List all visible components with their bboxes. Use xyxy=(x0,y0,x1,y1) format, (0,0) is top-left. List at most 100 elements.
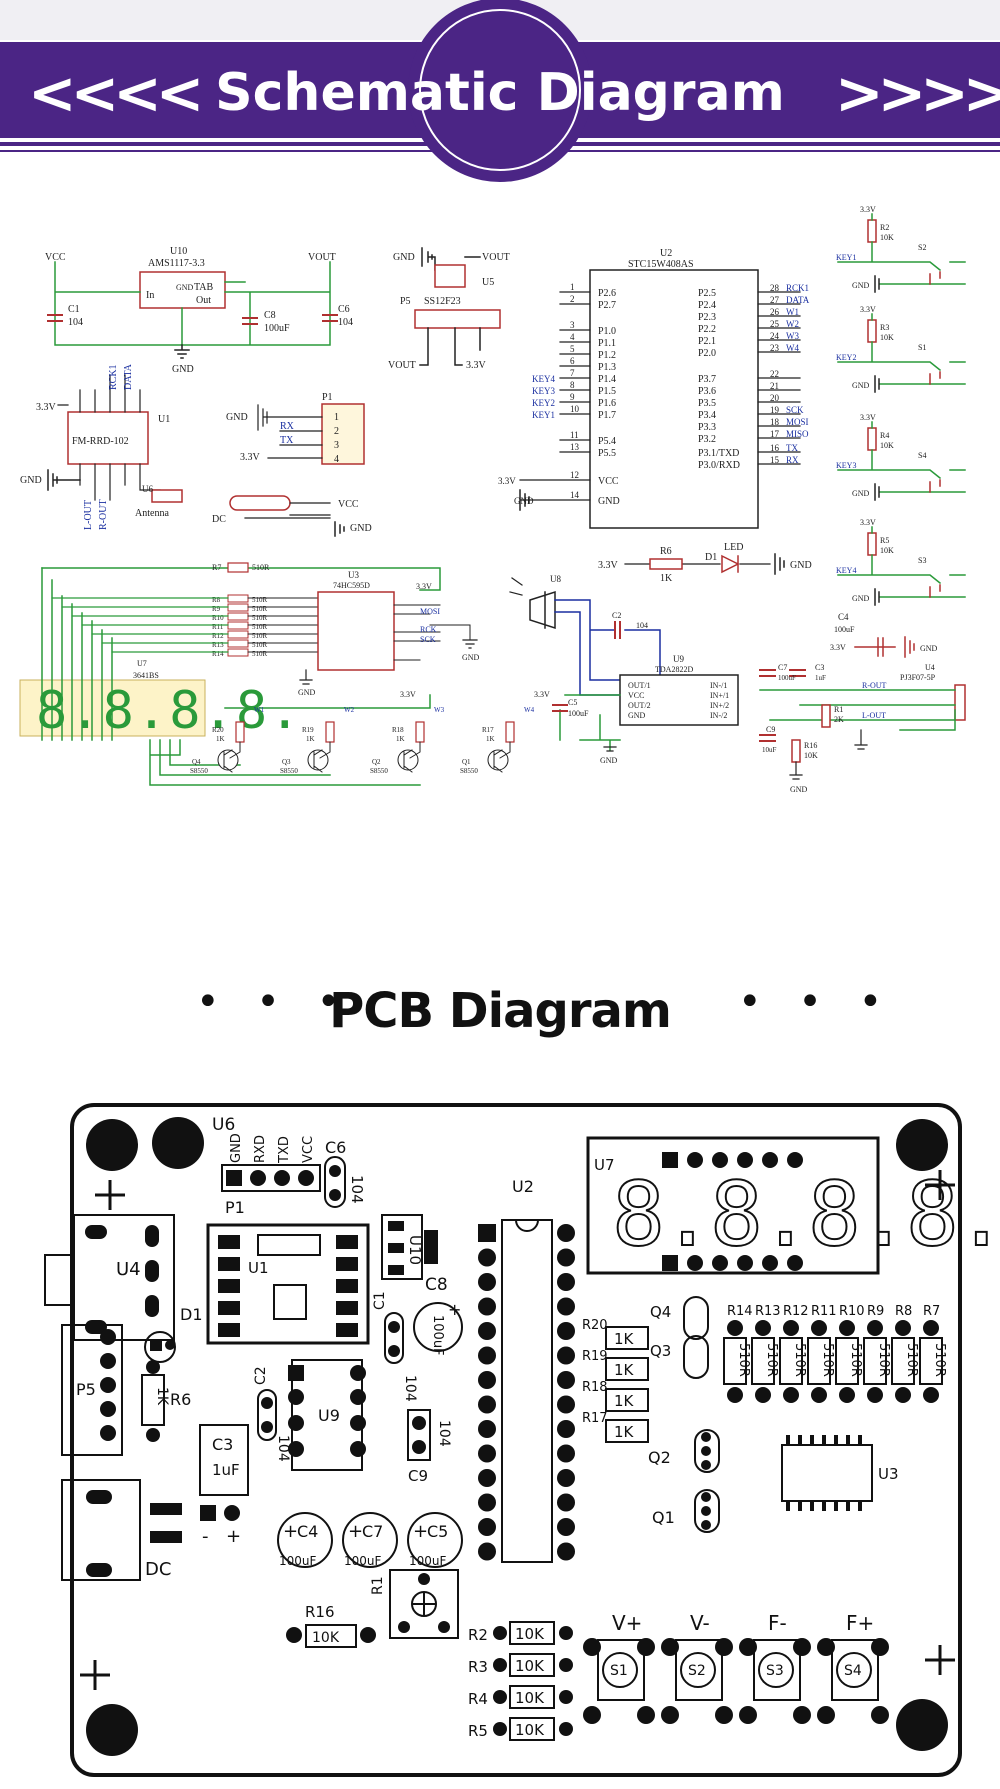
fm-radio-circuit: 3.3V U1 FM-RRD-102 RCK1 DATA GND L-OUT R… xyxy=(20,363,183,530)
pcb-cap-value: 100uF xyxy=(279,1554,317,1568)
reg-gnd: GND xyxy=(172,364,194,375)
pcb-rarray-label: R14 xyxy=(727,1304,753,1319)
c2-symbol xyxy=(614,621,621,639)
pcb-r16-value: 10K xyxy=(312,1630,340,1646)
pcb-r6-outline xyxy=(141,1374,165,1426)
pcb-c8-outline xyxy=(413,1302,463,1352)
pcb-rarray-pad-top xyxy=(923,1320,939,1336)
pcb-qr-value: 1K xyxy=(614,1361,635,1379)
mcu-right-pin-num: 18 xyxy=(770,417,780,427)
led-gnd-symbol xyxy=(774,553,785,575)
pcb-c9-pad2 xyxy=(412,1440,426,1454)
tr-r-body xyxy=(325,721,335,743)
p1-v33: 3.3V xyxy=(240,452,261,463)
tr-rv: 1K xyxy=(216,735,225,743)
dc-wires xyxy=(244,502,331,519)
pcb-bottom-r-pad xyxy=(493,1722,507,1736)
key-net: KEY2 xyxy=(836,353,856,362)
shift-r-value: 510R xyxy=(252,623,268,631)
u10-in: In xyxy=(146,290,154,301)
shift-r-label: R9 xyxy=(212,605,221,613)
u10-part: AMS1117-3.3 xyxy=(148,258,205,269)
pcb-button-label: F+ xyxy=(846,1611,874,1635)
banner-right-chevrons: >>>> xyxy=(835,59,1000,127)
key-circuits: 3.3VR210KS2KEY1GND3.3VR310KS1KEY2GND3.3V… xyxy=(836,205,966,606)
c4-symbol xyxy=(854,636,915,658)
mcu-left-pin-name: P1.5 xyxy=(598,386,616,397)
key-wires xyxy=(837,313,966,385)
pcb-p1-outline xyxy=(221,1164,321,1192)
pcb-u2-pad xyxy=(478,1444,496,1463)
key-gnd: GND xyxy=(852,594,870,603)
pcb-resistor-array: R14510RR13510RR12510RR11510RR10510RR9510… xyxy=(723,1304,947,1403)
tr-r: R17 xyxy=(482,726,494,734)
banner-title: Schematic Diagram xyxy=(215,63,785,123)
pcb-u2-pad xyxy=(557,1346,575,1365)
p1-gnd: GND xyxy=(226,412,248,423)
u10-out: Out xyxy=(196,295,211,306)
reg-vcc: VCC xyxy=(45,252,66,263)
pcb-u1-outline xyxy=(206,1223,370,1345)
pcb-u4-pad1 xyxy=(85,1225,107,1239)
radio-lout: L-OUT xyxy=(83,500,94,530)
c7-value: 100uF xyxy=(778,674,796,682)
mcu-left-pin-name: P1.0 xyxy=(598,326,616,337)
pcb-rarray-pad-bottom xyxy=(783,1387,799,1403)
pcb-q1: Q1 xyxy=(652,1508,675,1527)
r7-label: R7 xyxy=(212,563,221,572)
tr-body xyxy=(217,749,239,771)
pcb-q2-q1: Q2 Q1 xyxy=(648,1429,720,1533)
pcb-p1-pin-labels: GND RXD TXD VCC xyxy=(229,1133,316,1164)
pcb-bottom-r-pad xyxy=(493,1626,507,1640)
radio-gnd-symbol xyxy=(47,469,81,491)
mcu-left-pin-num: 6 xyxy=(570,356,575,366)
u8-speaker xyxy=(529,590,556,630)
r16-gnd: GND xyxy=(790,785,808,794)
shift-r-label: R13 xyxy=(212,641,224,649)
pcb-rarray-label: R12 xyxy=(783,1304,809,1319)
c5-value: 100uF xyxy=(568,709,589,718)
pcb-dc-outline xyxy=(61,1479,141,1581)
jack-rout: R-OUT xyxy=(862,681,887,690)
pcb-rarray-pad-top xyxy=(755,1320,771,1336)
mcu-left-pin-num: 4 xyxy=(570,332,575,342)
pcb-u10: U10 xyxy=(406,1235,424,1265)
pcb-cap-plus: + xyxy=(348,1521,363,1542)
shift-r-value: 510R xyxy=(252,605,268,613)
pcb-button-cap xyxy=(836,1652,872,1688)
mcu-left-pins: 1P2.62P2.73P1.04P1.15P1.26P1.37P1.4KEY48… xyxy=(498,282,620,507)
pcb-qr-r: R18 xyxy=(582,1380,608,1395)
pcb-c3-plus: + xyxy=(226,1526,241,1547)
key-wires xyxy=(837,213,966,285)
mcu-right-net: MOSI xyxy=(786,417,809,427)
mcu-right-pin-num: 19 xyxy=(770,405,780,415)
tr-symbol xyxy=(313,741,331,773)
audio-amp-circuit: U8 C2 104 U9 TDA2822D OUT/1 VCC OUT/2 GN… xyxy=(509,574,966,794)
pcb-cap-label: C5 xyxy=(427,1522,448,1541)
u1-pins xyxy=(57,374,161,501)
jack-lout: L-OUT xyxy=(862,711,886,720)
pcb-button-label: V+ xyxy=(612,1611,642,1635)
mcu-left-pin-name: P1.6 xyxy=(598,398,616,409)
pcb-cap-outline xyxy=(407,1512,463,1568)
pcb-u2-pad xyxy=(478,1395,496,1414)
key-switch-symbol xyxy=(929,584,941,598)
regulator-wires xyxy=(54,261,331,346)
pcb-p5-outline xyxy=(61,1324,123,1456)
key-net: KEY1 xyxy=(836,253,856,262)
pcb-u4: U4 xyxy=(116,1259,141,1280)
mcu-left-pin-name: P1.3 xyxy=(598,362,616,373)
c9-label: C9 xyxy=(766,725,775,734)
tr-r-body xyxy=(415,721,425,743)
key-wires xyxy=(837,526,966,598)
mcu-left-pin-num: 2 xyxy=(570,294,575,304)
mcu-right-pin-name: P3.6 xyxy=(698,386,716,397)
pcb-u2-pad xyxy=(478,1469,496,1487)
tr-w: W2 xyxy=(344,706,355,714)
pcb-cap-outline xyxy=(277,1512,333,1568)
mcu-right-pin-name: P3.3 xyxy=(698,422,716,433)
mcu-left-pin-num: 1 xyxy=(570,282,575,292)
key-v33: 3.3V xyxy=(860,518,876,527)
u7-part: 3641BS xyxy=(133,671,159,680)
pcb-rarray-label: R9 xyxy=(867,1304,884,1319)
